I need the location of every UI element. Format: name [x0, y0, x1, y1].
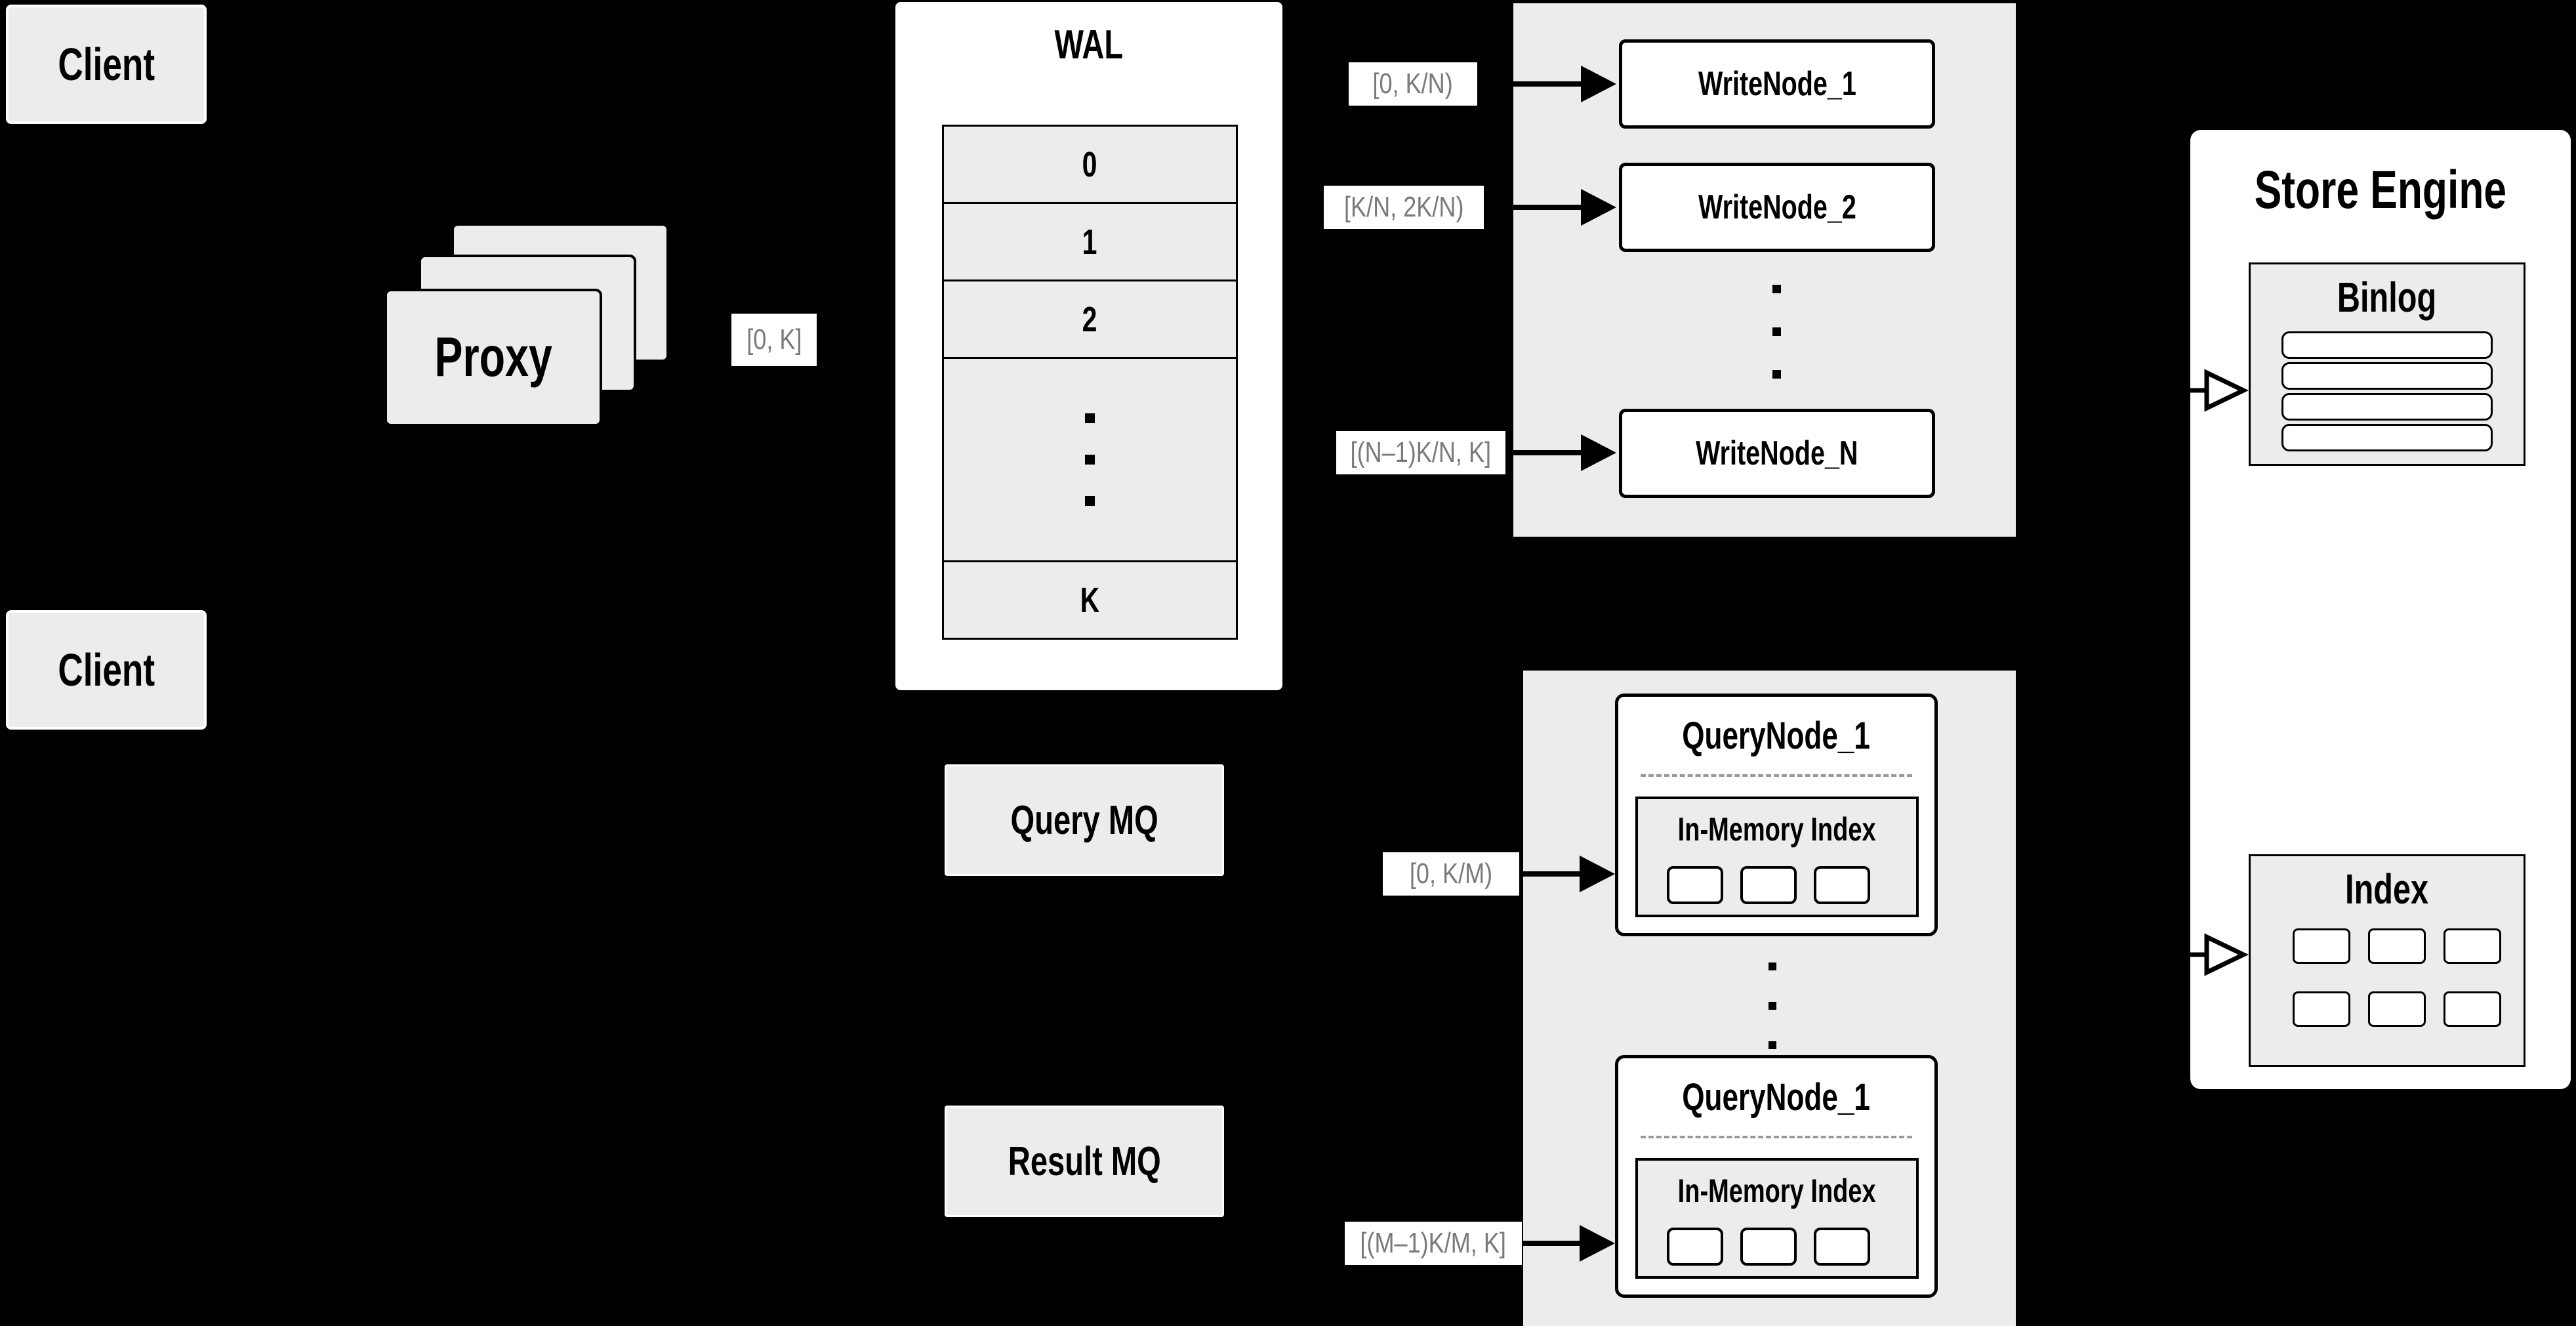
segment-square: [1814, 1228, 1870, 1266]
index-title: Index: [2345, 865, 2429, 913]
query-node-1-inmemory-box: In-Memory Index: [1635, 797, 1919, 917]
index-cell: [2293, 928, 2350, 964]
query-node-1: QueryNode_1 In-Memory Index: [1615, 694, 1938, 936]
proxy-card-front: Proxy: [384, 289, 602, 426]
client-bottom-label: Client: [58, 644, 155, 695]
query-mq-box: Query MQ: [945, 764, 1224, 876]
client-box-top: Client: [6, 5, 207, 124]
write-node-1: WriteNode_1: [1619, 39, 1935, 129]
write-nodes-ellipsis-icon: [1772, 268, 1781, 396]
write-node-n: WriteNode_N: [1619, 409, 1935, 498]
binlog-box: Binlog: [2249, 262, 2525, 466]
binlog-row-slat: [2281, 331, 2493, 359]
index-cell: [2443, 991, 2501, 1027]
query-node-1-title: QueryNode_1: [1682, 714, 1871, 757]
segment-square: [1667, 1228, 1723, 1266]
index-cell: [2368, 928, 2426, 964]
query-node-2-divider: [1641, 1136, 1912, 1138]
query-node-1-divider: [1641, 774, 1912, 777]
segment-square: [1740, 1228, 1797, 1266]
segment-square: [1740, 866, 1797, 904]
query-nodes-ellipsis-icon: [1768, 947, 1776, 1065]
binlog-row-slat: [2281, 393, 2493, 421]
client-top-label: Client: [58, 39, 155, 90]
wal-row-ellipsis: [944, 359, 1236, 562]
in-memory-index-title: In-Memory Index: [1678, 811, 1876, 848]
binlog-row-slat: [2281, 362, 2493, 390]
wal-title: WAL: [1054, 22, 1124, 68]
vertical-ellipsis-icon: [1085, 398, 1095, 522]
wal-row-0: 0: [944, 127, 1236, 204]
proxy-label: Proxy: [434, 326, 552, 388]
index-cell: [2443, 928, 2501, 964]
wal-row-k: K: [944, 562, 1236, 638]
client-box-bottom: Client: [6, 610, 207, 730]
segment-square: [1667, 866, 1723, 904]
query-node-2: QueryNode_1 In-Memory Index: [1615, 1055, 1938, 1298]
in-memory-index-title: In-Memory Index: [1678, 1172, 1876, 1209]
proxy-range-label: [0, K]: [731, 314, 817, 366]
wal-row-1: 1: [944, 204, 1236, 281]
binlog-row-slat: [2281, 424, 2493, 451]
result-mq-box: Result MQ: [945, 1106, 1224, 1217]
query-range-label-1: [0, K/M): [1383, 852, 1519, 896]
write-range-label-1: [0, K/N): [1349, 62, 1477, 106]
query-range-label-m: [(M–1)K/M, K]: [1345, 1222, 1522, 1265]
index-cell: [2368, 991, 2426, 1027]
binlog-title: Binlog: [2337, 274, 2437, 321]
index-box: Index: [2249, 854, 2525, 1067]
segment-square: [1814, 866, 1870, 904]
store-engine-title: Store Engine: [2254, 160, 2507, 220]
wal-row-2: 2: [944, 281, 1236, 359]
write-range-label-n: [(N–1)K/N, K]: [1336, 431, 1505, 474]
wal-table: 0 1 2 K: [942, 125, 1238, 640]
query-node-2-inmemory-box: In-Memory Index: [1635, 1158, 1919, 1279]
query-node-2-title: QueryNode_1: [1682, 1075, 1871, 1119]
index-cell: [2293, 991, 2350, 1027]
write-node-2: WriteNode_2: [1619, 163, 1935, 252]
write-range-label-2: [K/N, 2K/N): [1324, 186, 1484, 229]
